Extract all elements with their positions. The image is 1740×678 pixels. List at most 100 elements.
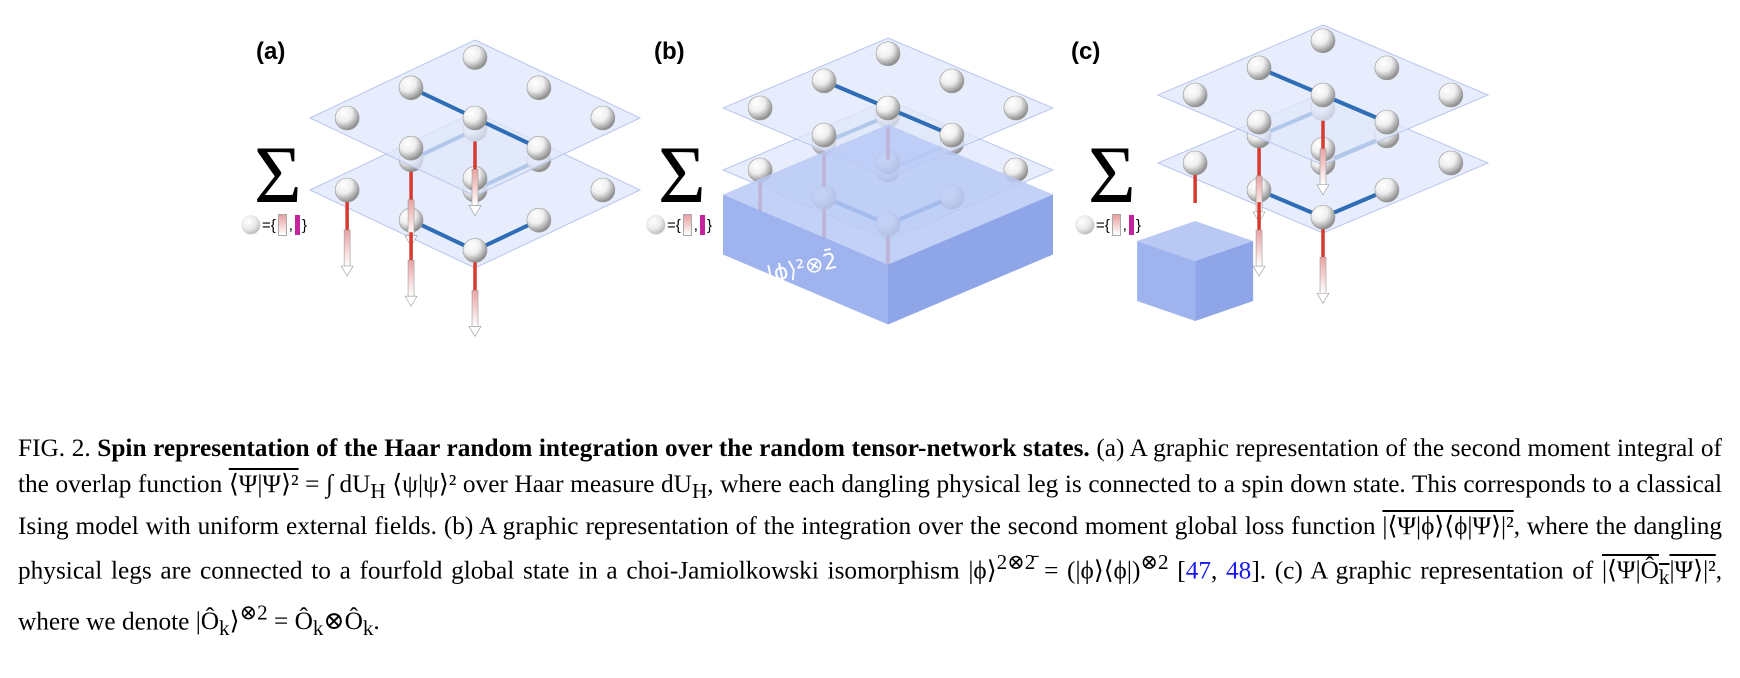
caption-b-rest: , where the dangling physical legs are c…: [18, 512, 1723, 584]
citation-link[interactable]: 47: [1185, 555, 1211, 584]
citation-link[interactable]: 48: [1226, 555, 1252, 584]
spin-site: [1438, 82, 1464, 108]
spin-site: [811, 68, 837, 94]
spin-down-arrow-head: [404, 295, 418, 307]
tensor-right-face: [1195, 241, 1254, 321]
spin-down-arrow: [407, 199, 415, 237]
caption-a-sub2: H: [691, 478, 708, 503]
spin-site: [1374, 109, 1400, 135]
caption-a-eq: = ∫ dU: [305, 469, 371, 498]
caption-b-eq: = (|ϕ⟩⟨ϕ|): [1044, 555, 1141, 584]
spin-site: [334, 105, 360, 131]
spin-legend-b: ={ , }: [647, 214, 712, 236]
spin-down-arrow-head: [1316, 184, 1330, 196]
spin-ball-icon: [647, 216, 665, 234]
caption-title: Spin representation of the Haar random i…: [97, 434, 1090, 462]
legend-sep: ,: [1122, 216, 1127, 234]
spin-down-arrow-head: [1316, 292, 1330, 304]
caption-b-loss: |⟨Ψ|ϕ⟩⟨ϕ|Ψ⟩|²: [1382, 512, 1514, 541]
figure-caption: FIG. 2. Spin representation of the Haar …: [18, 431, 1722, 646]
spin-site: [939, 68, 965, 94]
spin-site: [811, 122, 837, 148]
spin-down-arrow: [471, 169, 479, 206]
spin-down-arrow-head: [340, 265, 354, 277]
legend-brace-close: }: [1135, 216, 1141, 234]
spin-down-arrow: [343, 229, 351, 267]
sum-symbol-c: Σ: [1088, 129, 1136, 220]
spin-site: [875, 41, 901, 67]
spin-site: [526, 135, 552, 161]
spin-site: [526, 75, 552, 101]
spin-down-arrow-head: [1252, 265, 1266, 277]
spin-up-arrow-icon: [1128, 215, 1134, 235]
spin-down-arrow: [1319, 148, 1327, 186]
sum-symbol-b: Σ: [658, 129, 706, 220]
spin-up-arrow-icon: [294, 215, 300, 235]
spin-down-arrow-icon: [277, 214, 287, 236]
legend-brace-open: ={: [1096, 216, 1110, 234]
panel-label-c: (c): [1071, 38, 1101, 65]
caption-a-overlap: ⟨Ψ|Ψ⟩²: [228, 469, 299, 498]
caption-c-obs: |⟨Ψ|Ôk|Ψ⟩|²: [1601, 555, 1716, 590]
tensor-left-face: [723, 194, 888, 325]
spin-down-arrow-head: [468, 326, 482, 338]
spin-site: [1310, 204, 1336, 230]
spin-site: [875, 95, 901, 121]
caption-paragraph: FIG. 2. Spin representation of the Haar …: [18, 434, 1723, 640]
spin-site: [1246, 55, 1272, 81]
spin-site: [1246, 109, 1272, 135]
spin-up-arrow-icon: [699, 215, 705, 235]
spin-down-arrow: [1255, 229, 1263, 267]
spin-site: [939, 122, 965, 148]
spin-site: [398, 135, 424, 161]
caption-fig-label: FIG. 2.: [18, 434, 91, 462]
spin-site: [462, 105, 488, 131]
spin-site: [590, 105, 616, 131]
caption-b-sup: 2⊗2̄: [996, 549, 1036, 574]
spin-site: [1003, 95, 1029, 121]
caption-a-bracket: ⟨ψ|ψ⟩² over Haar measure dU: [392, 469, 692, 498]
caption-b-sup2: ⊗2: [1140, 549, 1169, 574]
spin-site: [1310, 82, 1336, 108]
legend-brace-close: }: [301, 216, 307, 234]
legend-brace-open: ={: [262, 216, 276, 234]
caption-b-intro: (b) A graphic representation of the inte…: [443, 512, 1376, 541]
legend-brace-open: ={: [667, 216, 681, 234]
spin-down-arrow: [407, 259, 415, 297]
spin-legend-a: ={ , }: [242, 214, 307, 236]
panel-label-a: (a): [256, 38, 286, 65]
caption-c-def: |Ôk⟩⊗2 = Ôk⊗Ôk.: [195, 600, 380, 640]
spin-down-arrow-icon: [682, 214, 692, 236]
legend-sep: ,: [693, 216, 698, 234]
spin-down-arrow: [471, 290, 479, 327]
spin-site: [1374, 177, 1400, 203]
spin-legend-c: ={ , }: [1076, 214, 1141, 236]
figure: (a) (b) (c) Σ Σ Σ ={ , } ={ , } ={ , } |…: [242, 24, 1490, 338]
spin-site: [462, 45, 488, 70]
spin-ball-icon: [242, 216, 260, 234]
spin-site: [1374, 55, 1400, 81]
panel-label-b: (b): [654, 38, 685, 65]
legend-sep: ,: [288, 216, 293, 234]
tensor-left-face: [1137, 241, 1196, 321]
spin-site: [334, 177, 360, 203]
caption-c-intro: (c) A graphic representation of: [1274, 555, 1594, 584]
caption-a-sub: H: [370, 478, 386, 503]
spin-down-arrow: [1319, 256, 1327, 294]
tensor-right-face: [888, 194, 1053, 325]
spin-site: [1310, 28, 1336, 54]
spin-down-arrow-icon: [1111, 214, 1121, 236]
spin-site: [1182, 82, 1208, 108]
legend-brace-close: }: [706, 216, 712, 234]
spin-site: [1438, 150, 1464, 176]
spin-site: [590, 177, 616, 203]
caption-a-rest: , where each dangling physical leg is co…: [18, 469, 1723, 541]
caption-a-intro: (a) A graphic representation of the seco…: [18, 434, 1722, 498]
sum-symbol-a: Σ: [254, 129, 302, 220]
spin-down-arrow-head: [468, 205, 482, 217]
spin-ball-icon: [1076, 216, 1094, 234]
spin-site: [526, 207, 552, 233]
caption-c-rest: , where we denote: [18, 555, 1723, 635]
spin-site: [398, 75, 424, 101]
figure-graphic: [308, 24, 1490, 338]
